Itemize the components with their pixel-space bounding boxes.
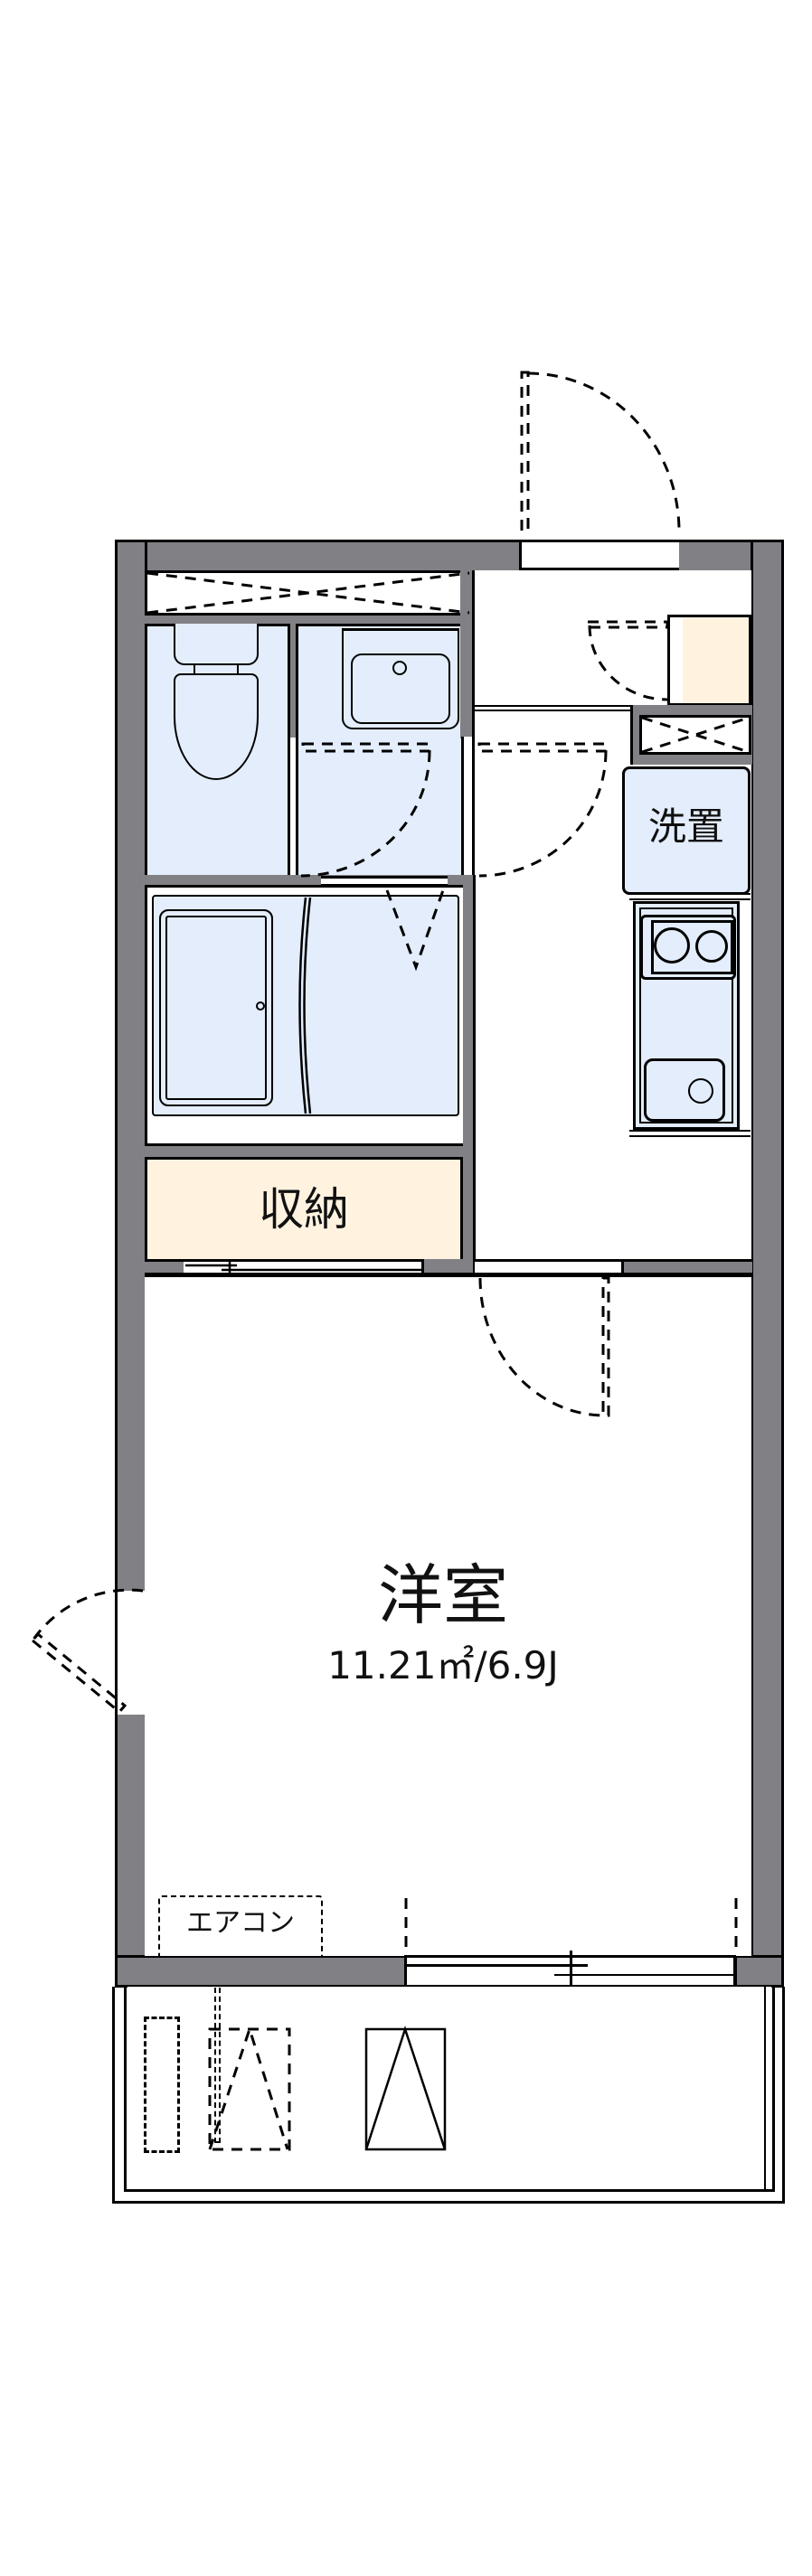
partition-top <box>145 616 475 625</box>
storage-wall-right-stub <box>421 1259 476 1275</box>
kitchen-counter-bottom-line <box>629 1130 751 1137</box>
kitchen-sink-drain-icon <box>688 1078 713 1104</box>
stove-top <box>651 920 733 974</box>
balcony <box>112 1987 785 2204</box>
pipe-space-right <box>639 715 751 755</box>
room-divider-wall-right <box>621 1259 752 1275</box>
window-sash-left <box>407 1964 588 1967</box>
wash-hall-partition <box>460 570 475 738</box>
storage-label: 収納 <box>259 1183 349 1236</box>
room-door-opening <box>475 1259 623 1275</box>
western-room-area: 11.21㎡/6.9J <box>327 1643 559 1688</box>
air-conditioner <box>158 1895 323 1957</box>
bath-storage-wall <box>145 1146 475 1159</box>
toilet-neck <box>194 665 239 674</box>
faucet-icon <box>392 661 407 675</box>
outer-wall-bottom-left <box>115 1955 407 1988</box>
bath-right-wall <box>463 875 476 1275</box>
pipe-space-top <box>145 570 472 616</box>
window-meeting-rail <box>570 1951 572 1992</box>
storage-wall-left-stub <box>145 1259 185 1275</box>
western-room-floor <box>145 1274 751 1956</box>
balcony-right-rail <box>764 1987 775 2190</box>
western-room-label: 洋室 <box>377 1557 508 1633</box>
bathtub-drain-icon <box>256 1001 265 1011</box>
balcony-hatch-box <box>144 2017 180 2153</box>
outdoor-unit-dashed <box>210 2029 289 2151</box>
entrance-step-line <box>475 705 630 711</box>
air-conditioner-label: エアコン <box>186 1907 295 1939</box>
storage-sliding-door <box>184 1259 423 1275</box>
washer-space-label: 洗置 <box>647 804 724 849</box>
washbasin-bowl <box>351 653 450 724</box>
toilet-tank <box>174 624 259 665</box>
outer-wall-bottom-right <box>734 1955 784 1988</box>
outer-wall-right <box>751 540 784 1988</box>
window-sash-right <box>554 1974 734 1976</box>
outdoor-unit <box>366 2029 446 2150</box>
left-wall-fill-upper <box>118 570 145 1953</box>
toilet-bowl <box>174 673 259 780</box>
outer-wall-top-left <box>115 540 522 573</box>
washroom-door-jamb <box>461 737 475 878</box>
bathtub <box>159 909 273 1106</box>
entrance-opening <box>522 540 679 570</box>
shoe-cabinet <box>683 615 751 706</box>
burner-right-icon <box>695 930 728 963</box>
kitchen-counter-top-line <box>629 893 751 900</box>
side-door-gap <box>118 1591 145 1715</box>
burner-left-icon <box>654 927 690 964</box>
